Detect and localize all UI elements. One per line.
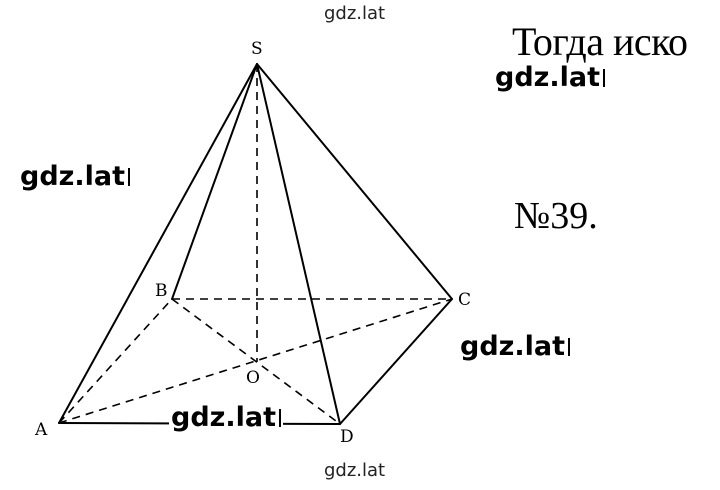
text-fragment: Тогда иско <box>512 19 688 64</box>
vertex-label-c: C <box>458 290 471 310</box>
vertex-label-b: B <box>155 281 168 301</box>
watermark-left: gdz.lat <box>18 162 133 192</box>
edge-sd <box>256 63 341 425</box>
vertex-label-d: D <box>340 427 354 447</box>
problem-number: №39. <box>514 195 598 237</box>
vertex-label-s: S <box>251 39 263 59</box>
edge-sb <box>171 63 258 300</box>
edge-sc <box>256 63 453 300</box>
edge-sa <box>58 63 258 424</box>
vertex-label-a: A <box>34 420 48 440</box>
watermark-top: gdz.lat <box>324 3 386 24</box>
watermark-right: gdz.lat <box>458 332 573 362</box>
diagonal-bd-hidden <box>171 298 341 425</box>
watermark-upper-right: gdz.lat <box>493 63 608 93</box>
diagonal-ac-hidden <box>58 298 453 424</box>
watermark-bottom: gdz.lat <box>324 460 386 481</box>
watermark-bottom-edge: gdz.lat <box>169 403 284 433</box>
edge-dc <box>339 298 453 425</box>
vertex-label-o: O <box>246 368 260 388</box>
